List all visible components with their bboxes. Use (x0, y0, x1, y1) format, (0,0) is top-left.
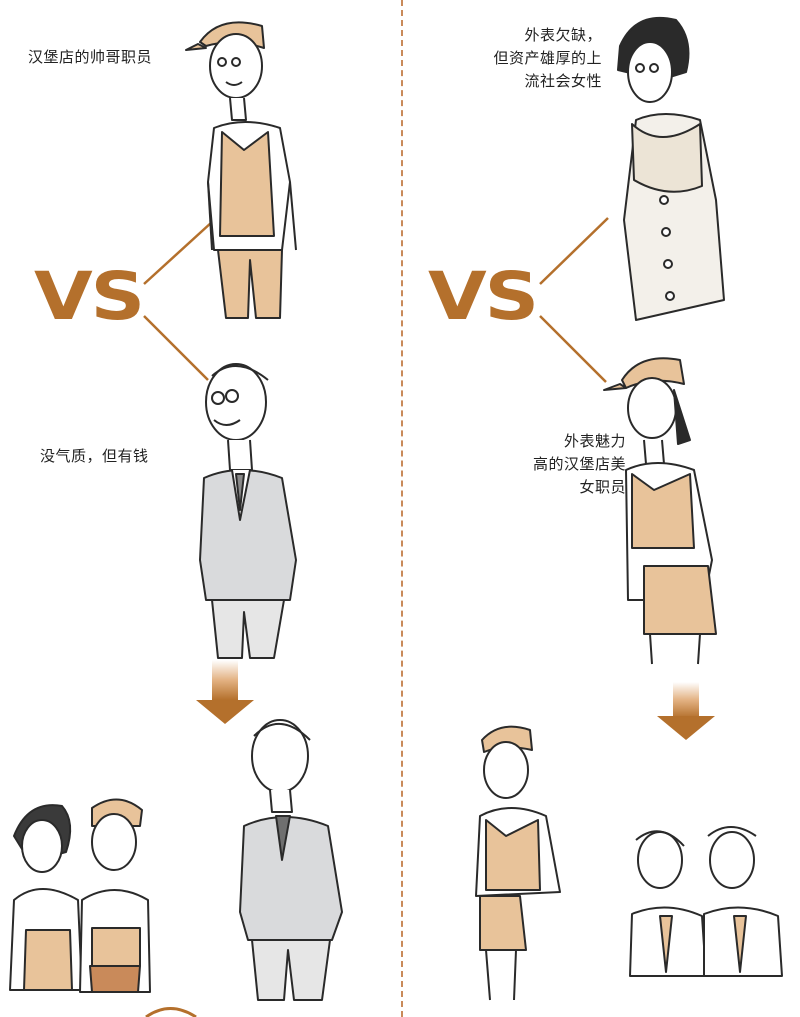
rich-man-walking-figure (239, 719, 343, 1001)
down-arrow-left-icon (196, 660, 254, 724)
center-divider (401, 0, 403, 1017)
handsome-clerk-figure (185, 21, 297, 319)
rich-man-figure (199, 363, 297, 659)
admiring-women-figures (9, 798, 151, 993)
pretty-clerk-walking-figure (475, 725, 561, 1001)
vs-label-right: VS (428, 258, 539, 335)
vs-connector-lines-left (143, 221, 213, 381)
caption-handsome-clerk: 汉堡店的帅哥职员 (28, 48, 153, 66)
vs-label-left: VS (34, 258, 145, 335)
caption-rich-man: 没气质，但有钱 (40, 447, 149, 465)
caption-rich-woman: 外表欠缺， 但资产雄厚的上 流社会女性 (493, 26, 602, 90)
rich-woman-figure (617, 16, 725, 321)
down-arrow-right-icon (657, 682, 715, 740)
two-men-figures (629, 826, 783, 977)
vs-connector-lines-right (539, 217, 609, 383)
pretty-clerk-figure (603, 357, 717, 665)
caption-pretty-clerk: 外表魅力 高的汉堡店美 女职员 (532, 432, 626, 496)
bottom-arc-decoration (145, 1007, 197, 1017)
